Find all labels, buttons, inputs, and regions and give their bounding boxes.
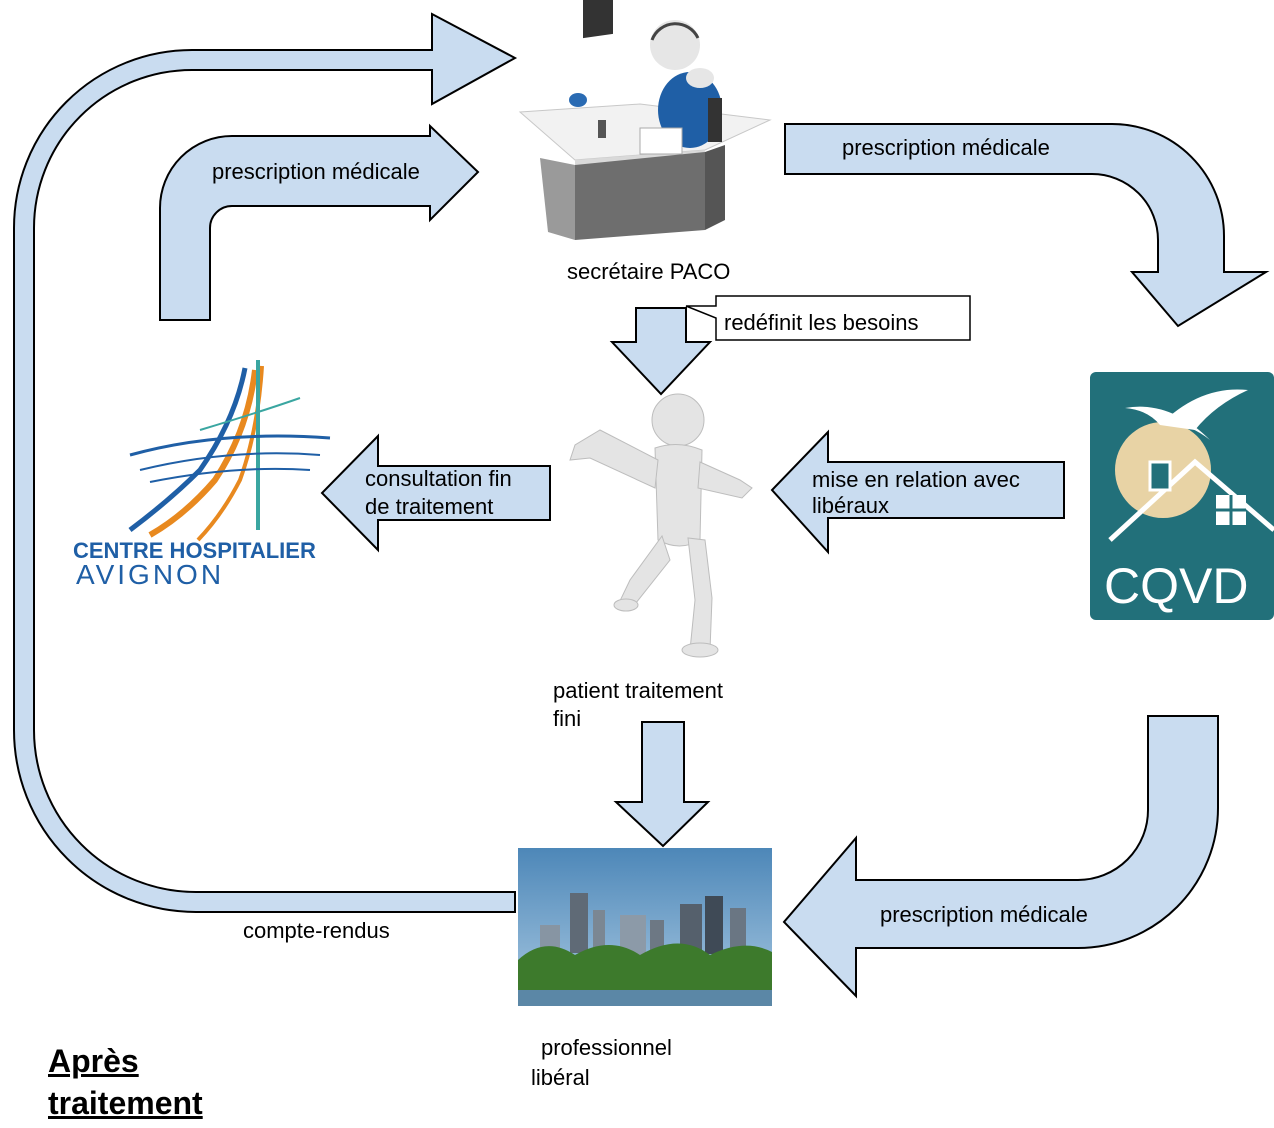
- arrow-patient-to-hospital: [320, 433, 551, 553]
- secretary-illustration: [518, 0, 772, 240]
- callout-redefinit: [685, 295, 971, 341]
- page-title: Après traitement: [48, 1040, 203, 1124]
- cqvd-logo: CQVD: [1090, 372, 1274, 620]
- arrow-patient-to-liberal: [613, 721, 711, 848]
- hospital-logo: CENTRE HOSPITALIER AVIGNON: [73, 360, 331, 590]
- arrow-secretary-to-cqvd: [784, 123, 1270, 328]
- label-mise-en-relation-line2: libéraux: [812, 493, 889, 518]
- label-mise-en-relation-line1: mise en relation avec: [812, 467, 1020, 492]
- secretary-label: secrétaire PACO: [567, 259, 730, 284]
- label-consultation-line1: consultation fin: [365, 466, 512, 491]
- arrow-cqvd-to-patient: [770, 429, 1065, 555]
- label-redefinit: redéfinit les besoins: [724, 310, 918, 335]
- hospital-logo-line2: AVIGNON: [76, 559, 224, 590]
- arrow-hospital-to-secretary: [159, 123, 480, 321]
- hospital-logo-line1: CENTRE HOSPITALIER: [73, 538, 316, 563]
- city-photo: [518, 848, 772, 1006]
- patient-label-line1: patient traitement: [553, 678, 723, 703]
- label-secretary-to-cqvd: prescription médicale: [842, 135, 1050, 160]
- arrow-cqvd-to-liberal: [782, 715, 1219, 999]
- arrow-compte-rendus-loop: [13, 12, 518, 913]
- page-title-line2: traitement: [48, 1085, 203, 1121]
- label-cqvd-to-liberal: prescription médicale: [880, 902, 1088, 927]
- patient-label-line2: fini: [553, 706, 581, 731]
- liberal-label-line1: professionnel: [541, 1035, 672, 1060]
- cqvd-logo-text: CQVD: [1104, 558, 1248, 614]
- label-consultation-line2: de traitement: [365, 494, 493, 519]
- arrow-secretary-to-patient: [609, 307, 713, 396]
- patient-figure: [569, 393, 753, 658]
- liberal-label-line2: libéral: [531, 1065, 590, 1090]
- label-hosp-to-secretary: prescription médicale: [212, 159, 420, 184]
- page-title-line1: Après: [48, 1043, 139, 1079]
- label-compte-rendus: compte-rendus: [243, 918, 390, 943]
